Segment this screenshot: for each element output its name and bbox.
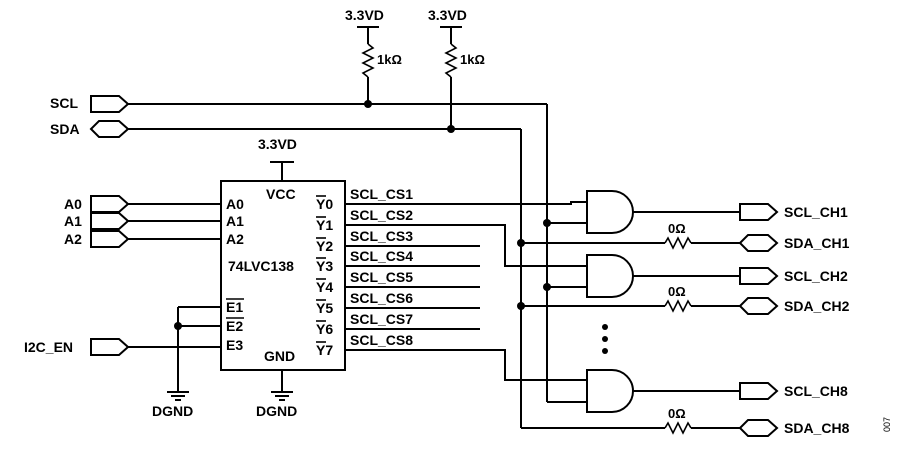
ic-pin-y4: Y4 [316, 279, 333, 295]
resistor-label-pullup-left: 1kΩ [377, 52, 402, 67]
decoder-ic: 3.3VD VCC 74LVC138 GND A0 A1 A2 E1 E2 E3… [220, 136, 346, 371]
and-gate-ch2 [586, 254, 740, 298]
sda-ch1-path: 0Ω [517, 221, 740, 250]
port-label-scl-ch8: SCL_CH8 [784, 383, 848, 399]
output-ports: SCL_CH1 SDA_CH1 SCL_CH2 SDA_CH2 SCL_CH8 … [738, 203, 850, 437]
port-label-sda-ch8: SDA_CH8 [784, 420, 850, 436]
ic-pin-e1: E1 [226, 299, 243, 315]
ic-pin-y0: Y0 [316, 196, 333, 212]
port-label-a2: A2 [64, 231, 82, 247]
supply-label-right: 3.3VD [428, 7, 467, 23]
chip-select-label-4: SCL_CS4 [350, 248, 413, 264]
ground-label-ic: DGND [256, 403, 297, 419]
ic-pin-a2: A2 [226, 231, 244, 247]
resistor-label-series-8: 0Ω [668, 406, 686, 421]
port-label-sda-ch1: SDA_CH1 [784, 235, 850, 251]
ic-pin-y3: Y3 [316, 258, 333, 274]
port-label-scl-ch2: SCL_CH2 [784, 268, 848, 284]
and-gate-ch8 [586, 369, 740, 413]
ic-ground: DGND [256, 370, 297, 419]
port-label-i2c-en: I2C_EN [24, 339, 73, 355]
ic-pin-vcc: VCC [266, 186, 296, 202]
and-gate-ch1 [586, 190, 740, 234]
port-label-scl: SCL [50, 95, 78, 111]
pullup-right: 3.3VD 1kΩ [428, 7, 485, 129]
ic-pin-e3: E3 [226, 337, 243, 353]
ic-pin-e2: E2 [226, 318, 243, 334]
address-inputs: A0 A1 A2 [64, 195, 221, 248]
pullup-left: 3.3VD 1kΩ [345, 7, 402, 104]
enable-wiring: DGND I2C_EN [24, 306, 221, 419]
ground-label-left: DGND [152, 403, 193, 419]
ic-pin-y5: Y5 [316, 300, 333, 316]
ellipsis-dots [602, 324, 608, 354]
chip-select-label-3: SCL_CS3 [350, 228, 413, 244]
chip-select-label-7: SCL_CS7 [350, 311, 413, 327]
supply-label-left: 3.3VD [345, 7, 384, 23]
ic-pin-y7: Y7 [316, 342, 333, 358]
resistor-label-pullup-right: 1kΩ [460, 52, 485, 67]
chip-select-label-2: SCL_CS2 [350, 207, 413, 223]
chip-select-lines: SCL_CS1SCL_CS2SCL_CS3SCL_CS4SCL_CS5SCL_C… [345, 186, 480, 351]
resistor-label-series-1: 0Ω [668, 221, 686, 236]
port-label-a1: A1 [64, 213, 82, 229]
ic-pin-gnd: GND [264, 348, 295, 364]
ic-pin-y1: Y1 [316, 217, 333, 233]
cs-routing [480, 201, 587, 403]
ic-pin-y2: Y2 [316, 238, 333, 254]
ic-pin-a1: A1 [226, 213, 244, 229]
chip-select-label-6: SCL_CS6 [350, 290, 413, 306]
ic-pin-y6: Y6 [316, 321, 333, 337]
figure-number: 007 [882, 417, 892, 432]
port-label-sda-ch2: SDA_CH2 [784, 298, 850, 314]
resistor-label-series-2: 0Ω [668, 284, 686, 299]
chip-select-label-8: SCL_CS8 [350, 332, 413, 348]
port-label-sda: SDA [50, 121, 80, 137]
ic-name: 74LVC138 [228, 258, 294, 274]
supply-label-ic: 3.3VD [258, 136, 297, 152]
port-label-scl-ch1: SCL_CH1 [784, 204, 848, 220]
scl-input: SCL [50, 95, 548, 402]
sda-ch8-path: 0Ω [521, 406, 740, 435]
port-label-a0: A0 [64, 196, 82, 212]
chip-select-label-1: SCL_CS1 [350, 186, 413, 202]
chip-select-label-5: SCL_CS5 [350, 269, 413, 285]
sda-ch2-path: 0Ω [517, 284, 740, 313]
sda-input: SDA [50, 120, 522, 428]
ic-pin-a0: A0 [226, 196, 244, 212]
